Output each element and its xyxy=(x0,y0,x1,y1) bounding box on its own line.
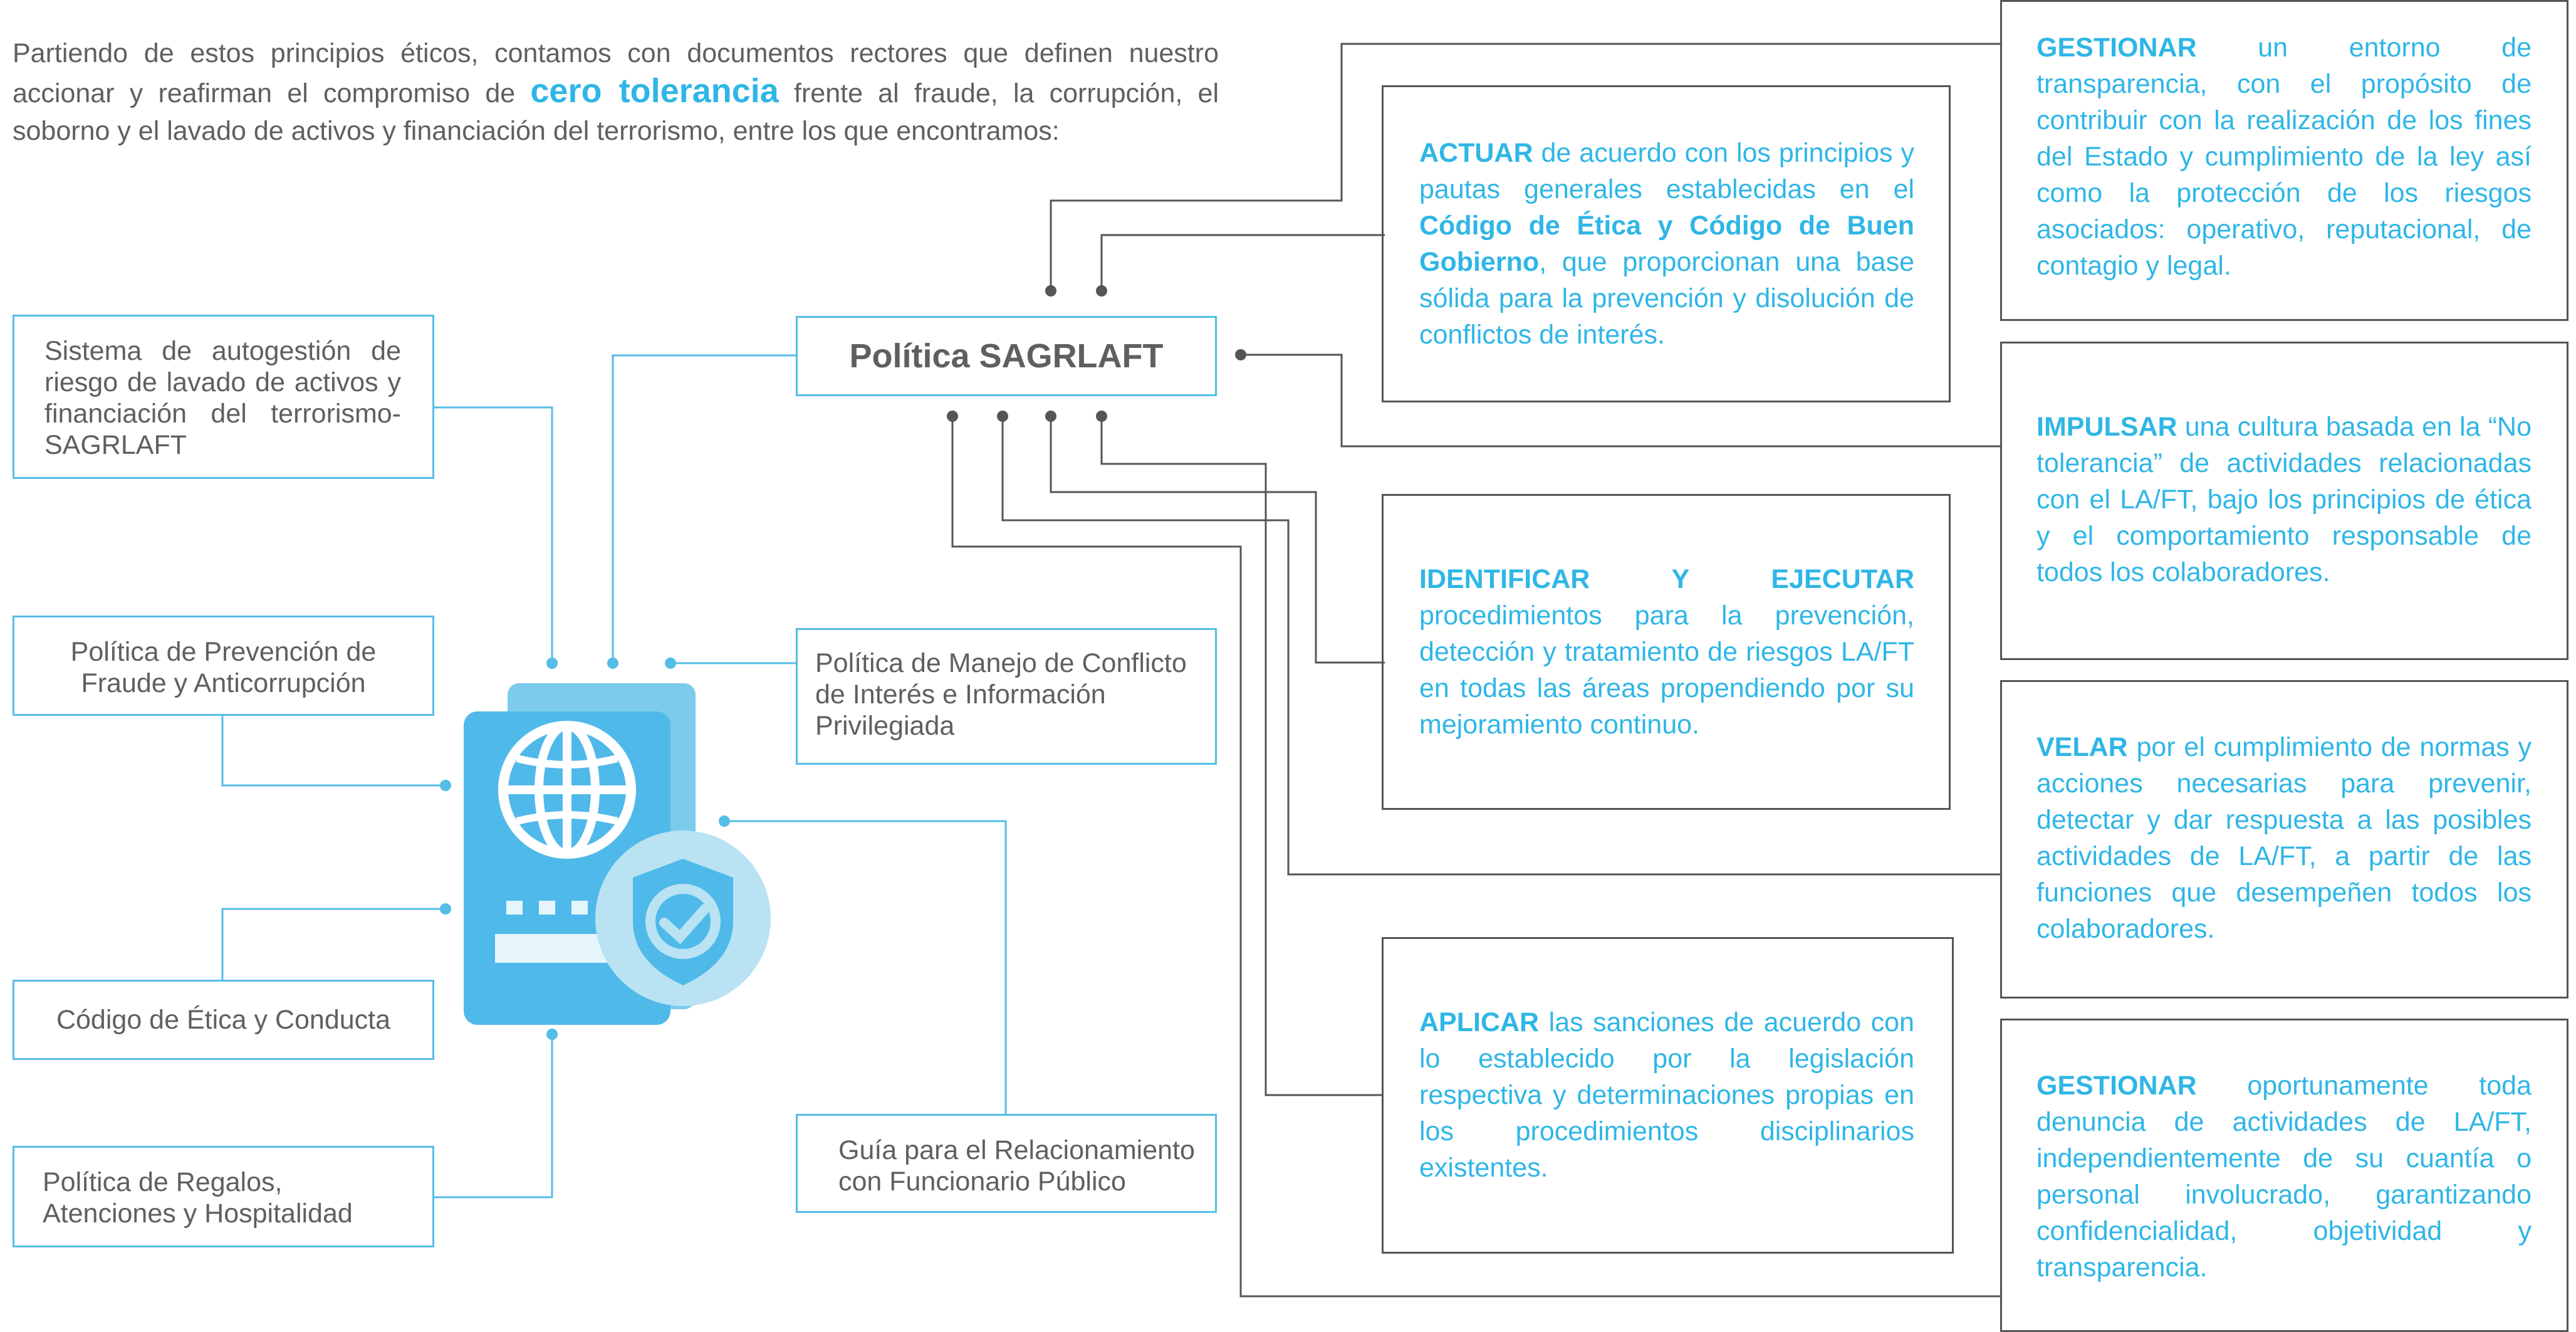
principle-box-impulsar xyxy=(2000,342,2568,660)
connector-gestionar-bottom xyxy=(951,416,2000,1298)
principle-gestionar-entorno: GESTIONAR un entorno de transparencia, c… xyxy=(2036,29,2532,284)
connector-title xyxy=(612,354,796,663)
policy-sagrlaft-label: Política SAGRLAFT xyxy=(849,337,1164,375)
principle-verb: IMPULSAR xyxy=(2036,412,2177,442)
principle-verb: GESTIONAR xyxy=(2036,1071,2197,1101)
connector-left-3 xyxy=(221,908,446,980)
principle-velar: VELAR por el cumplimiento de normas y ac… xyxy=(2036,729,2532,947)
intro-paragraph: Partiendo de estos principios éticos, co… xyxy=(13,34,1219,150)
middle-item-conflict-policy: Política de Manejo de Conflicto de Inter… xyxy=(796,628,1217,765)
connector-middle-2 xyxy=(724,820,1007,1114)
left-item-ethics-code: Código de Ética y Conducta xyxy=(13,980,434,1060)
principle-text: las sanciones de acuerdo con lo establec… xyxy=(1419,1007,1914,1183)
principle-box-actuar xyxy=(1382,85,1951,402)
left-item-sagrlaft-system: Sistema de autogestión de riesgo de lava… xyxy=(13,315,434,479)
principle-impulsar: IMPULSAR una cultura basada en la “No to… xyxy=(2036,409,2532,590)
connector-velar xyxy=(1001,416,2000,876)
left-item-label: Política de Prevención de Fraude y Antic… xyxy=(70,637,377,698)
left-item-label: Código de Ética y Conducta xyxy=(56,1005,391,1035)
left-item-gifts-policy: Política de Regalos, Atenciones y Hospit… xyxy=(13,1146,434,1247)
principle-verb: ACTUAR xyxy=(1419,138,1533,168)
principle-text: procedimientos para la prevención, detec… xyxy=(1419,600,1914,740)
principle-identificar: IDENTIFICAR Y EJECUTAR procedimientos pa… xyxy=(1419,561,1914,743)
connector-impulsar xyxy=(1241,354,2000,448)
intro-text-end: frente al fraude, la corrupción, el sobo… xyxy=(13,78,1219,146)
intro-text-start: Partiendo de estos principios éticos, co… xyxy=(13,38,1219,108)
principle-text: de acuerdo con los principios y pautas g… xyxy=(1419,138,1914,204)
principle-aplicar: APLICAR las sanciones de acuerdo con lo … xyxy=(1419,1004,1914,1186)
principle-strong: Código de Ética y Código de Buen Gobiern… xyxy=(1419,211,1914,277)
principle-box-gestionar-denuncia xyxy=(2000,1019,2568,1332)
principle-text: por el cumplimiento de normas y acciones… xyxy=(2036,732,2532,944)
intro-emphasis: cero tolerancia xyxy=(530,72,779,110)
connector-actuar xyxy=(1100,234,1385,291)
connector-aplicar xyxy=(1100,416,1382,1096)
principle-text: una cultura basada en la “No tolerancia”… xyxy=(2036,412,2532,587)
principle-verb: VELAR xyxy=(2036,732,2128,762)
passport-shield-icon xyxy=(464,683,771,1025)
principle-text: un entorno de transparencia, con el prop… xyxy=(2036,33,2532,281)
connector-identificar xyxy=(1050,416,1385,664)
principle-box-aplicar xyxy=(1382,937,1954,1254)
left-item-fraud-prevention: Política de Prevención de Fraude y Antic… xyxy=(13,616,434,716)
principle-text: oportunamente toda denuncia de actividad… xyxy=(2036,1071,2532,1282)
principle-box-identificar xyxy=(1382,494,1951,810)
principle-text-end: , que proporcionan una base sólida para … xyxy=(1419,247,1914,350)
principle-verb: GESTIONAR xyxy=(2036,33,2197,63)
left-item-label: Sistema de autogestión de riesgo de lava… xyxy=(44,336,401,460)
left-item-label: Política de Regalos, Atenciones y Hospit… xyxy=(43,1167,353,1229)
connector-gestionar-top xyxy=(1050,43,2000,291)
connector-left-2 xyxy=(221,716,446,787)
principle-box-gestionar-entorno xyxy=(2000,0,2568,321)
middle-item-label: Guía para el Relacionamiento con Funcion… xyxy=(838,1135,1195,1197)
connector-left-4 xyxy=(434,1034,553,1198)
principle-gestionar-denuncia: GESTIONAR oportunamente toda denuncia de… xyxy=(2036,1067,2532,1286)
middle-item-label: Política de Manejo de Conflicto de Inter… xyxy=(815,648,1187,741)
principle-verb: APLICAR xyxy=(1419,1007,1540,1037)
principle-actuar: ACTUAR de acuerdo con los principios y p… xyxy=(1419,135,1914,353)
principle-box-velar xyxy=(2000,680,2568,999)
connector-left-1 xyxy=(434,406,553,663)
policy-sagrlaft-title: Política SAGRLAFT xyxy=(796,316,1217,396)
principle-verb: IDENTIFICAR Y EJECUTAR xyxy=(1419,564,1914,594)
middle-item-public-official-guide: Guía para el Relacionamiento con Funcion… xyxy=(796,1114,1217,1213)
